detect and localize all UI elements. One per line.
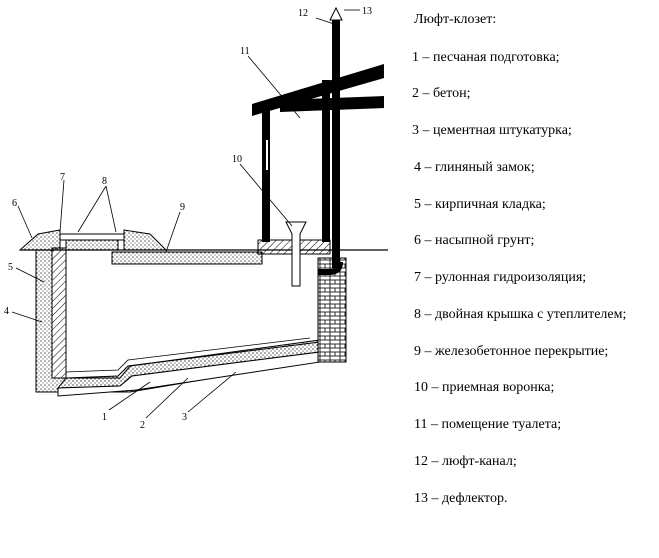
callout-6: 6 [12, 198, 17, 209]
callout-10: 10 [232, 154, 242, 165]
legend-item-2: 2 – бетон; [412, 86, 471, 101]
fill-soil-mound [18, 229, 168, 251]
callout-11: 11 [240, 46, 250, 57]
callout-12: 12 [298, 8, 308, 19]
legend-item-5: 5 – кирпичная кладка; [414, 197, 546, 212]
callout-13: 13 [362, 6, 372, 17]
legend-item-3: 3 – цементная штукатурка; [412, 123, 572, 138]
pit-bottom [56, 337, 321, 397]
callout-5: 5 [8, 262, 13, 273]
legend-item-6: 6 – насыпной грунт; [414, 233, 535, 248]
callout-1: 1 [102, 412, 107, 423]
callout-9: 9 [180, 202, 185, 213]
double-lid [59, 233, 125, 251]
callout-4: 4 [4, 306, 9, 317]
concrete-slab [111, 251, 263, 265]
legend-item-4: 4 – глиняный замок; [414, 160, 535, 175]
callout-8: 8 [102, 176, 107, 187]
legend-item-7: 7 – рулонная гидроизоляция; [414, 270, 587, 285]
legend-item-11: 11 – помещение туалета; [414, 417, 562, 432]
callout-2: 2 [140, 420, 145, 431]
legend-item-1: 1 – песчаная подготовка; [412, 50, 560, 65]
legend-item-10: 10 – приемная воронка; [414, 380, 555, 395]
legend-item-12: 12 – люфт-канал; [414, 454, 517, 469]
legend-title: Люфт-клозет: [414, 12, 497, 27]
cesspit-diagram: 1 2 3 4 5 6 7 8 9 10 11 12 13 [4, 6, 388, 431]
vent-channel [318, 20, 343, 275]
callout-3: 3 [182, 412, 187, 423]
legend-item-13: 13 – дефлектор. [414, 491, 508, 506]
callout-7: 7 [60, 172, 65, 183]
receiving-funnel [285, 221, 307, 287]
left-masonry-wall [51, 247, 67, 379]
legend-item-9: 9 – железобетонное перекрытие; [414, 344, 609, 359]
toilet-room [252, 64, 384, 242]
leader-lines [11, 9, 360, 419]
legend-item-8: 8 – двойная крышка с утеплителем; [414, 307, 627, 322]
deflector [329, 6, 343, 21]
right-brick-wall [317, 257, 347, 363]
